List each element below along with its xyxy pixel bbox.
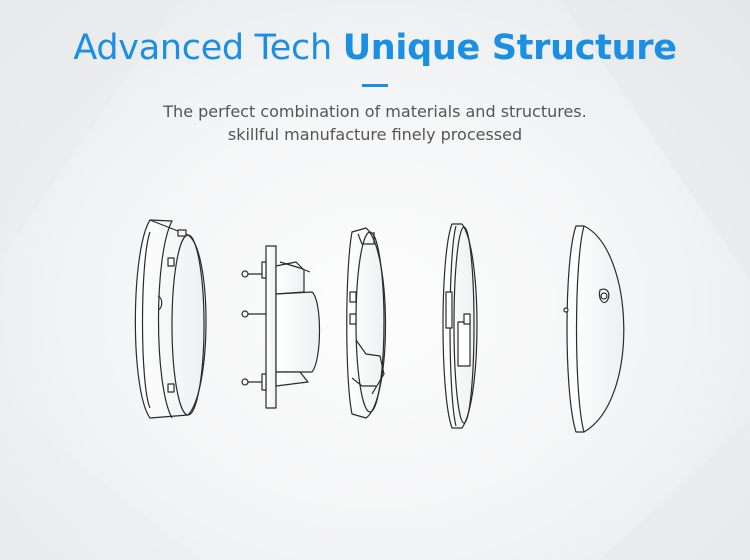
subtitle-line-2: skillful manufacture finely processed: [227, 125, 523, 144]
circuit-board-part: [241, 245, 321, 409]
title-bold: Unique Structure: [342, 28, 677, 68]
subtitle: The perfect combination of materials and…: [0, 100, 750, 146]
page-title: Advanced Tech Unique Structure: [0, 28, 750, 68]
front-cover-part: [563, 225, 625, 433]
base-cover-part: [134, 219, 207, 419]
title-light: Advanced Tech: [73, 28, 332, 68]
title-divider: [362, 84, 388, 87]
inner-frame-part: [346, 227, 387, 419]
middle-ring-part: [442, 223, 478, 429]
subtitle-line-1: The perfect combination of materials and…: [163, 102, 587, 121]
